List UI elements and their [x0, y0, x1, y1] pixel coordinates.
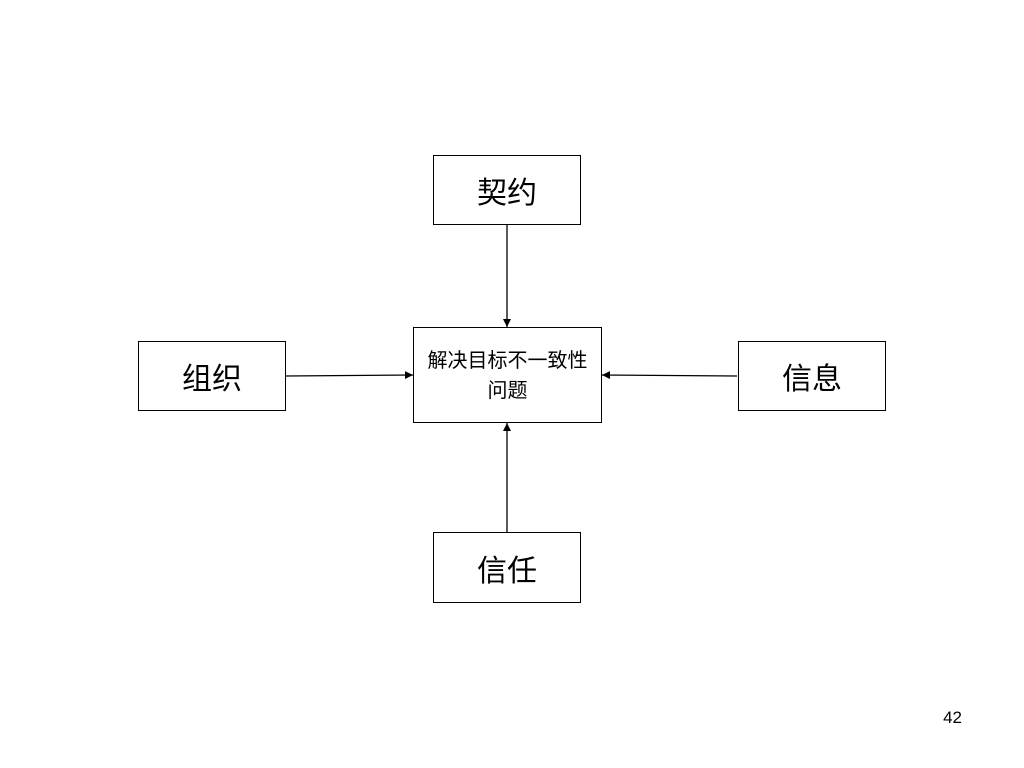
box-goal-inconsistency-label: 解决目标不一致性问题 [427, 348, 588, 402]
page-number: 42 [943, 708, 962, 727]
box-organization-label: 组织 [182, 362, 242, 397]
box-information-label: 信息 [782, 362, 842, 397]
box-information: 信息 [738, 341, 886, 411]
box-goal-inconsistency: 解决目标不一致性问题 [413, 327, 602, 423]
box-contract-label: 契约 [477, 176, 537, 211]
arrow-left-to-center [285, 371, 414, 380]
arrow-right-to-center [601, 371, 738, 380]
box-trust-label: 信任 [477, 553, 537, 589]
box-organization: 组织 [138, 341, 286, 411]
box-contract: 契约 [433, 155, 581, 225]
box-trust: 信任 [433, 532, 581, 603]
